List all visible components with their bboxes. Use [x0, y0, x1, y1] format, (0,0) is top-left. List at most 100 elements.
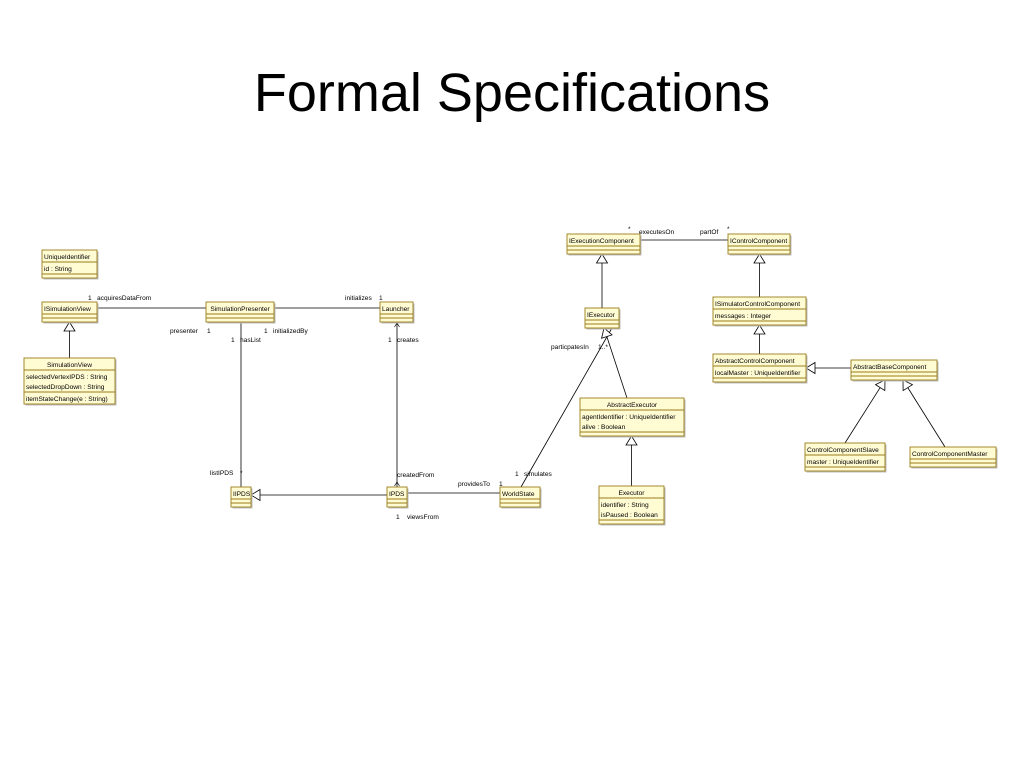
generalization-slave-arrowhead	[874, 379, 886, 392]
class-control-component-slave: ControlComponentSlave master : UniqueIden…	[804, 442, 887, 473]
classes: UniqueIdentifier id : StringISimulationVi…	[23, 233, 998, 526]
class-attribute: alive : Boolean	[582, 424, 626, 431]
class-abstract-control-component: AbstractControlComponent localMaster : Un…	[712, 353, 808, 384]
class-box	[712, 296, 807, 326]
label-participates: particpatesIn	[551, 344, 589, 351]
class-attribute: selectedVertexIPDS : String	[26, 374, 108, 381]
generalization-master	[907, 387, 946, 448]
class-name: ControlComponentMaster	[912, 451, 988, 458]
relationship-labels: 1 acquiresDataFrom initializes 1 presenter 1 1…	[88, 226, 730, 521]
class-box	[584, 307, 620, 329]
class-name: IIPDS	[233, 491, 251, 498]
label-has-list: hasList	[240, 337, 261, 344]
class-attribute: localMaster : UniqueIdentifier	[715, 370, 801, 377]
class-box	[386, 486, 408, 508]
class-attribute: identifier : String	[601, 502, 649, 509]
label-participates-mult: 1..*	[598, 344, 608, 351]
class-box	[230, 486, 252, 508]
class-attribute: master : UniqueIdentifier	[807, 459, 880, 466]
class-box	[23, 357, 116, 405]
class-i-execution-component: IExecutionComponent	[566, 233, 642, 256]
class-name: IExecutionComponent	[569, 238, 634, 245]
label-creates-mult: 1	[388, 337, 392, 344]
class-box	[41, 301, 98, 323]
class-name: ControlComponentSlave	[807, 447, 879, 454]
class-box	[499, 486, 541, 508]
class-box	[804, 442, 886, 472]
class-box	[712, 353, 807, 383]
class-attribute: messages : Integer	[715, 313, 772, 320]
label-executes-on: executesOn	[639, 229, 675, 236]
class-executor: Executor identifier : String isPaused : Bo…	[598, 485, 666, 526]
class-box	[379, 301, 414, 323]
class-i-simulation-view: ISimulationView	[41, 301, 99, 324]
class-attribute: id : String	[44, 266, 72, 273]
label-acquires-data-from: acquiresDataFrom	[97, 295, 152, 302]
class-name: UniqueIdentifier	[44, 254, 91, 261]
class-name: IControlComponent	[730, 238, 787, 245]
class-name: WorldState	[502, 491, 535, 498]
label-provides-to: providesTo	[458, 481, 490, 488]
label-executes-on-mult: *	[628, 226, 631, 233]
class-operation: itemStateChange(e : String)	[26, 396, 108, 403]
class-name: Launcher	[382, 306, 410, 313]
label-part-of: partOf	[700, 229, 718, 236]
class-box	[598, 485, 665, 525]
label-presenter-mult: 1	[207, 328, 211, 335]
label-simulates: simulates	[524, 471, 553, 478]
class-box	[566, 233, 641, 255]
class-name: AbstractControlComponent	[715, 358, 795, 365]
label-provides-to-mult: 1	[499, 481, 503, 488]
class-box	[205, 301, 275, 323]
class-control-component-master: ControlComponentMaster	[909, 446, 998, 469]
generalization-master-arrowhead	[902, 379, 914, 392]
navigability-arrow	[394, 481, 400, 487]
class-name: IPDS	[389, 491, 405, 498]
generalization-slave	[844, 387, 881, 444]
class-attribute: agentIdentifier : UniqueIdentifier	[582, 414, 676, 421]
class-world-state: WorldState	[499, 486, 542, 509]
class-simulation-view: SimulationView selectedVertexIPDS : Strin…	[23, 357, 117, 406]
class-abstract-base-component: AbstractBaseComponent	[850, 359, 939, 382]
slide-title: Formal Specifications	[253, 63, 771, 123]
label-presenter: presenter	[170, 328, 199, 335]
class-box	[909, 446, 997, 468]
class-unique-identifier: UniqueIdentifier id : String	[41, 249, 99, 280]
label-simulates-mult: 1	[515, 471, 519, 478]
class-ipds: IPDS	[386, 486, 409, 509]
class-iipds: IIPDS	[230, 486, 253, 509]
label-acquires-mult: 1	[88, 295, 92, 302]
class-launcher: Launcher	[379, 301, 415, 324]
class-abstract-executor: AbstractExecutor agentIdentifier : Unique…	[579, 397, 686, 438]
class-attribute: isPaused : Boolean	[601, 512, 658, 519]
class-box	[41, 249, 98, 279]
class-box	[579, 397, 685, 437]
label-list-ipds: listIPDS	[210, 470, 234, 477]
label-has-list-mult: 1	[231, 337, 235, 344]
label-part-of-mult: *	[727, 226, 730, 233]
label-created-from: createdFrom	[397, 472, 435, 479]
label-creates: creates	[397, 337, 419, 344]
label-views-from-mult: 1	[396, 514, 400, 521]
class-name: SimulationPresenter	[210, 306, 270, 313]
label-initializes: initializes	[345, 295, 372, 302]
label-initialized-by-mult: 1	[264, 328, 268, 335]
class-box	[850, 359, 938, 381]
class-attribute: selectedDropDown : String	[26, 384, 105, 391]
class-name: ISimulationView	[44, 306, 91, 313]
label-views-from: viewsFrom	[407, 514, 439, 521]
class-i-executor: IExecutor	[584, 307, 621, 330]
class-name: AbstractExecutor	[607, 402, 658, 409]
association-participates-in	[520, 327, 613, 488]
label-initialized-by: initializedBy	[273, 328, 309, 335]
class-name: Executor	[618, 490, 645, 497]
class-simulation-presenter: SimulationPresenter	[205, 301, 276, 324]
label-list-ipds-mult: *	[240, 470, 243, 477]
relationships	[63, 239, 946, 502]
class-name: AbstractBaseComponent	[853, 364, 926, 371]
label-initializes-mult: 1	[379, 295, 383, 302]
generalization-abstract-executor	[606, 336, 628, 399]
class-name: SimulationView	[47, 362, 92, 369]
